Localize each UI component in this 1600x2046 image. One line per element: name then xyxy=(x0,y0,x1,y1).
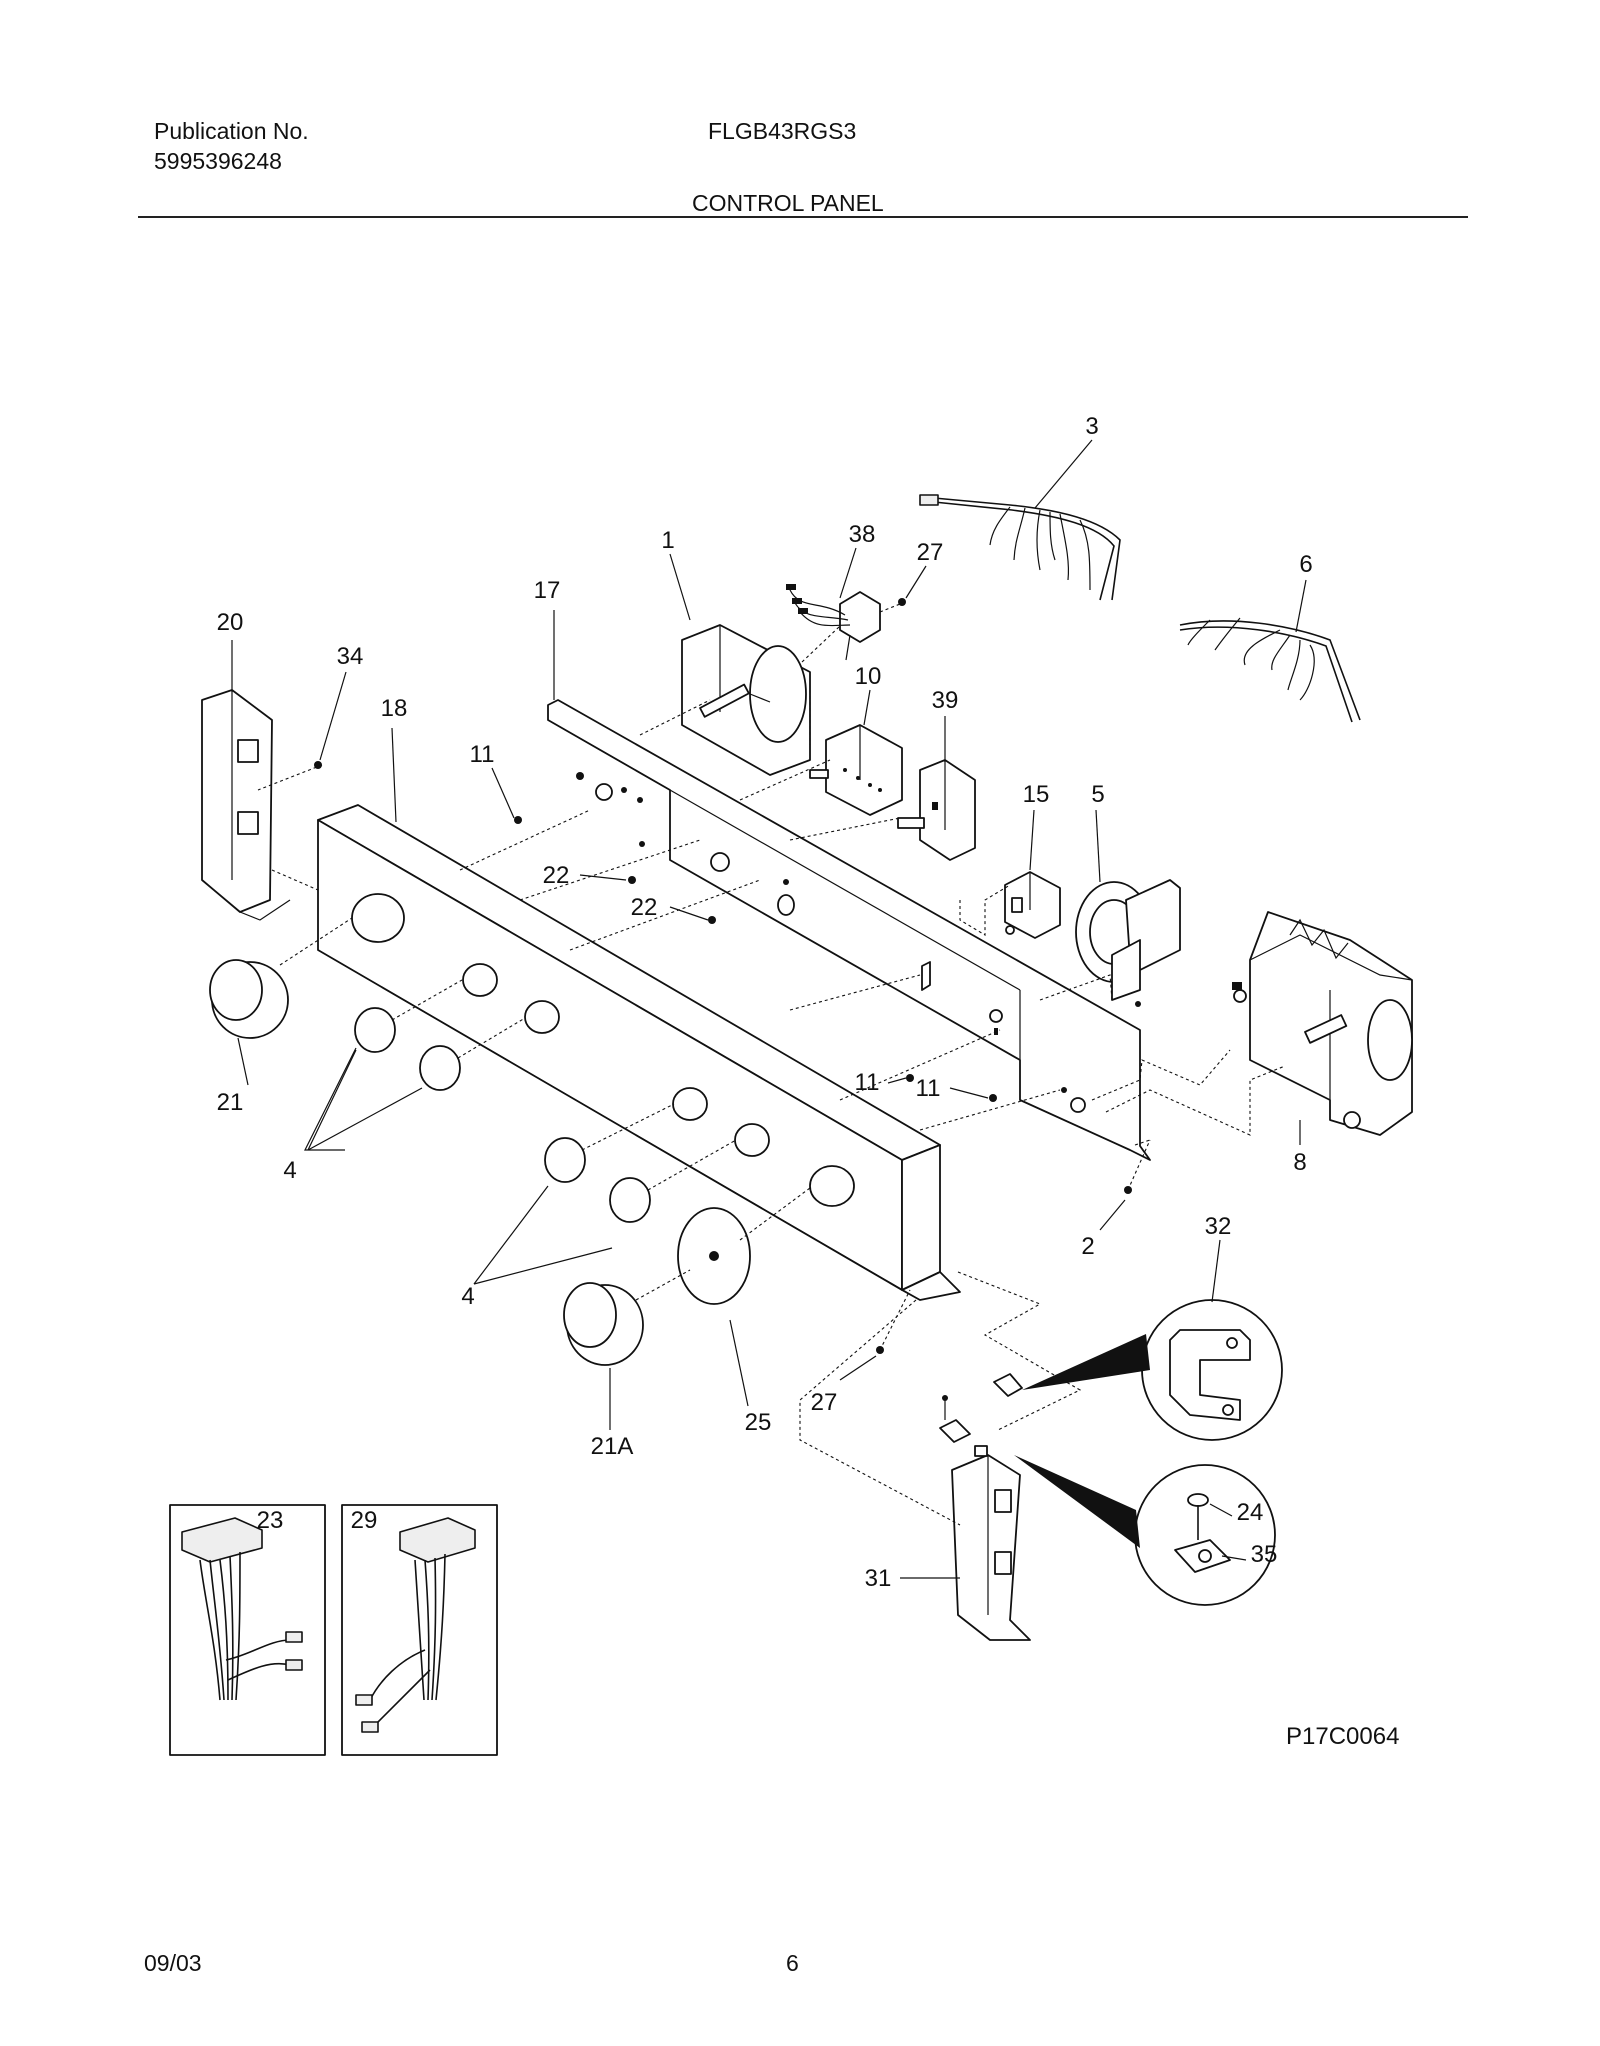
callout-17: 17 xyxy=(534,577,561,604)
large-knob-21a xyxy=(563,1282,644,1366)
callout-labels: 3 1 38 27 6 17 20 34 10 18 39 11 15 5 22… xyxy=(217,413,1313,1592)
push-switch xyxy=(1004,871,1061,939)
callout-34: 34 xyxy=(337,643,364,670)
clip-parts xyxy=(939,1373,1023,1457)
leader-lines xyxy=(231,439,1307,1579)
footer-date: 09/03 xyxy=(144,1950,202,1976)
motor-assembly xyxy=(1232,911,1413,1136)
dial-skirt xyxy=(677,1207,751,1305)
model-number: FLGB43RGS3 xyxy=(708,118,857,144)
callout-4-upper: 4 xyxy=(283,1157,296,1184)
callout-23: 23 xyxy=(257,1507,284,1534)
page-number: 6 xyxy=(786,1950,799,1976)
callout-21: 21 xyxy=(217,1089,244,1116)
callout-2: 2 xyxy=(1081,1233,1094,1260)
front-control-panel xyxy=(317,804,961,1301)
small-knobs xyxy=(354,1007,651,1223)
large-knob xyxy=(209,959,289,1039)
callout-29: 29 xyxy=(351,1507,378,1534)
callout-35: 35 xyxy=(1251,1541,1278,1568)
callout-25: 25 xyxy=(745,1409,772,1436)
callout-31: 31 xyxy=(865,1565,892,1592)
callout-27-bottom: 27 xyxy=(811,1389,838,1416)
callout-27-top: 27 xyxy=(917,539,944,566)
inset-box-29 xyxy=(341,1504,498,1756)
figure-code: P17C0064 xyxy=(1286,1723,1399,1750)
detail-circle-24-35 xyxy=(1014,1455,1276,1606)
header-rule xyxy=(138,216,1468,218)
callout-32: 32 xyxy=(1205,1213,1232,1240)
callout-18: 18 xyxy=(381,695,408,722)
callout-10: 10 xyxy=(855,663,882,690)
callout-15: 15 xyxy=(1023,781,1050,808)
detail-circle-32 xyxy=(1022,1299,1283,1441)
callout-11-middle: 11 xyxy=(855,1069,880,1096)
section-title: CONTROL PANEL xyxy=(692,190,884,216)
callout-38: 38 xyxy=(849,521,876,548)
callout-6: 6 xyxy=(1299,551,1312,578)
callout-8: 8 xyxy=(1293,1149,1306,1176)
right-end-bracket xyxy=(951,1454,1031,1641)
switch xyxy=(786,584,881,661)
callout-21a: 21A xyxy=(591,1433,634,1460)
assembly-lines xyxy=(257,603,1286,1526)
rotary-switch xyxy=(1075,879,1181,1007)
callout-39: 39 xyxy=(932,687,959,714)
callout-24: 24 xyxy=(1237,1499,1264,1526)
callout-3: 3 xyxy=(1085,413,1098,440)
selector-switch xyxy=(897,759,976,861)
callout-5: 5 xyxy=(1091,781,1104,808)
callout-4-lower: 4 xyxy=(461,1283,474,1310)
wire-harness-2 xyxy=(1179,617,1361,723)
timer xyxy=(681,624,811,776)
wire-harness xyxy=(919,494,1121,601)
left-end-bracket xyxy=(201,689,291,921)
callout-20: 20 xyxy=(217,609,244,636)
rear-bracket xyxy=(547,699,1151,1161)
callout-22-upper: 22 xyxy=(543,862,570,889)
callout-1: 1 xyxy=(661,527,674,554)
inset-box-23 xyxy=(169,1504,326,1756)
switch-box xyxy=(809,724,903,816)
callout-11-right: 11 xyxy=(916,1075,941,1102)
publication-label: Publication No. xyxy=(154,118,309,144)
publication-number: 5995396248 xyxy=(154,148,282,174)
callout-11-left: 11 xyxy=(470,741,495,768)
callout-22-lower: 22 xyxy=(631,894,658,921)
